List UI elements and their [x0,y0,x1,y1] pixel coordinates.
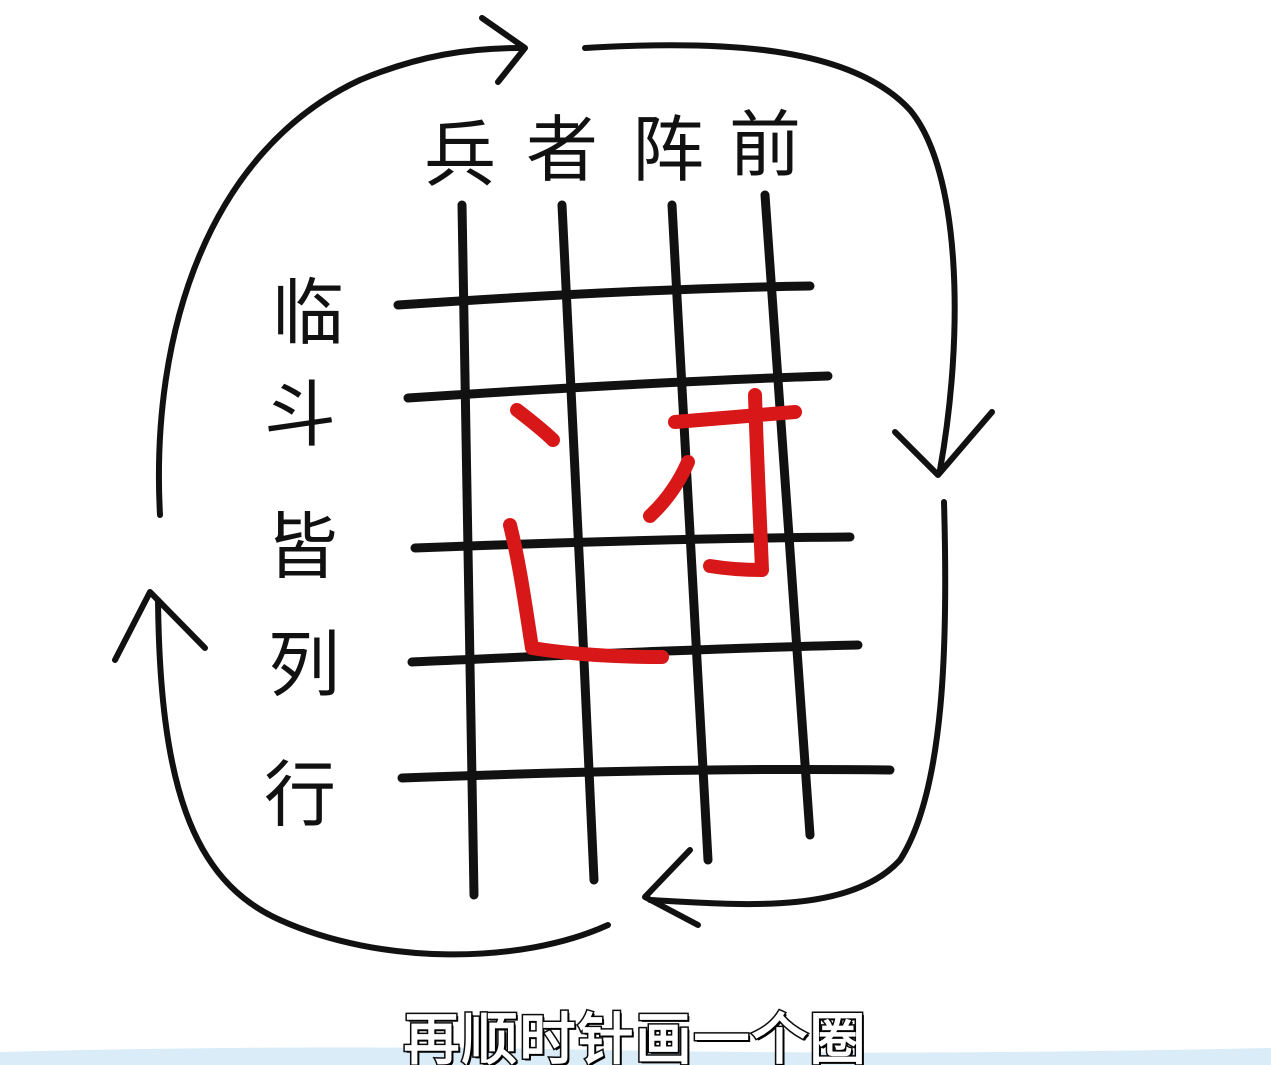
bottom-strip [0,1047,1271,1065]
arrow-head-left [112,589,208,663]
grid-horizontal-2 [403,371,833,403]
arrow-top-left [155,45,523,518]
left-column-labels: 临 斗 皆 列 行 [264,271,344,837]
top-label: 兵 [424,113,496,197]
top-label: 阵 [632,108,704,192]
center-mark-bend [503,518,669,664]
arrow-head-bottom [642,847,701,928]
center-mark [503,388,802,664]
arrow-bottom-left [155,597,611,958]
arrow-bottom-right [647,499,949,908]
grid-vertical-3 [667,200,713,865]
arrow-head-top [479,15,528,85]
grid-horizontal-5 [397,764,895,783]
top-label: 前 [729,103,801,187]
left-label: 斗 [264,373,336,457]
top-row-labels: 兵 者 阵 前 [424,103,801,197]
top-label: 者 [526,108,598,192]
grid-horizontal-1 [393,281,815,310]
left-label: 临 [272,271,344,355]
center-mark-flick [643,455,695,523]
arrow-head-right [892,409,995,478]
center-mark-hook [668,388,802,577]
center-mark-dot [510,403,560,447]
left-label: 行 [264,753,336,837]
grid [393,190,895,900]
subtitle-caption: 再顺时针画一个圈 [402,1007,868,1065]
arrow-top-right [582,42,958,473]
left-label: 皆 [266,505,338,589]
clockwise-arrows [112,15,995,958]
grid-horizontal-3 [410,532,855,553]
left-label: 列 [268,623,340,707]
